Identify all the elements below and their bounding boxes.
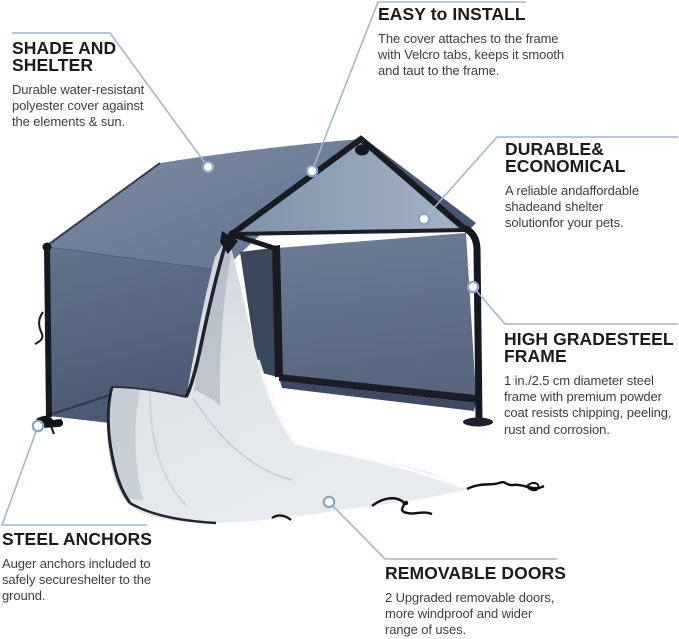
fabric-crease-2 — [149, 391, 187, 506]
flap-binding-bottom — [129, 501, 217, 525]
callout-leaders — [0, 1, 678, 560]
callout-body: 2 Upgraded removable doors, more windpro… — [385, 590, 555, 638]
front-bottom-rail — [279, 374, 476, 403]
door-jamb-pole — [272, 245, 283, 377]
fabric-crease-1 — [192, 397, 293, 481]
marker-steel-anchors — [31, 419, 45, 433]
flap-fold-shadow — [194, 248, 231, 406]
marker-easy-to-install — [305, 164, 319, 178]
flap-binding-left — [184, 235, 230, 398]
flap-binding-pool — [106, 386, 132, 504]
roof-panel — [45, 139, 361, 271]
tie-strap-left — [271, 514, 292, 521]
side-wall-bottom-rail — [48, 393, 114, 416]
frame-pole-right — [462, 225, 483, 423]
tie-strap-center — [371, 497, 433, 516]
callout-heading: STEEL ANCHORS — [2, 529, 153, 549]
right-roof-edge-panel — [360, 135, 476, 232]
leader-removable-doors — [328, 501, 557, 560]
callout-removable-doors: REMOVABLE DOORS 2 Upgraded removable doo… — [385, 563, 585, 639]
marker-high-grade-steel-frame — [466, 280, 480, 294]
eave-corner-bracket — [232, 232, 278, 252]
train-highlight-edge — [293, 441, 463, 489]
callout-markers — [31, 160, 480, 509]
leader-steel-anchors — [0, 425, 147, 526]
callout-heading: REMOVABLE DOORS — [385, 563, 567, 583]
callout-durable-economical: DURABLE& ECONOMICAL A reliable andafford… — [505, 139, 677, 232]
callout-heading: HIGH GRADESTEEL FRAME — [504, 329, 674, 366]
callout-body: Durable water-resistant polyester cover … — [12, 82, 145, 130]
callout-shade-and-shelter: SHADE AND SHELTER Durable water-resistan… — [12, 38, 192, 131]
gable-frame-edges — [230, 136, 468, 237]
gable-base-bar — [231, 228, 467, 236]
marker-removable-doors — [322, 495, 336, 509]
tent-structure — [34, 135, 493, 435]
anchor-spike — [50, 425, 55, 435]
gable-panel — [232, 139, 466, 234]
callout-steel-anchors: STEEL ANCHORS Auger anchors included to … — [2, 529, 192, 605]
marker-durable-economical — [417, 212, 431, 226]
callout-body: The cover attaches to the frame with Vel… — [378, 31, 565, 79]
leader-high-grade-steel-frame — [472, 286, 678, 325]
door-flap — [106, 231, 545, 525]
front-wall-panel — [277, 233, 476, 396]
callout-easy-to-install: EASY to INSTALL The cover attaches to th… — [378, 4, 598, 80]
door-flap-fabric — [107, 236, 467, 523]
front-hem-strip — [280, 381, 476, 411]
foot-plate-right — [463, 417, 493, 427]
flap-top-tab — [220, 231, 238, 254]
leader-durable-economical — [423, 136, 678, 220]
callout-heading: EASY to INSTALL — [378, 4, 526, 24]
callout-body: A reliable andaffordable shadeand shelte… — [505, 183, 639, 231]
flap-binding-inner — [111, 386, 187, 398]
pole-highlight — [467, 263, 471, 267]
ridge-beam-end — [355, 144, 369, 156]
callout-heading: DURABLE& ECONOMICAL — [505, 139, 626, 176]
callout-body: Auger anchors included to safely secures… — [2, 556, 152, 604]
callout-high-grade-steel-frame: HIGH GRADESTEEL FRAME 1 in./2.5 cm diame… — [504, 329, 679, 438]
frame-pole-left — [44, 247, 52, 418]
roof-rear-edge — [44, 162, 161, 248]
leader-shade-and-shelter — [12, 32, 209, 168]
flap-highlight-edge — [256, 359, 295, 442]
tie-knot — [403, 500, 409, 506]
leader-easy-to-install — [311, 1, 526, 172]
marker-shade-and-shelter — [201, 160, 215, 174]
tie-strap-right-loop — [526, 481, 540, 492]
pole-top-bracket — [42, 242, 52, 252]
doorway-opening — [240, 248, 278, 377]
callout-body: 1 in./2.5 cm diameter steel frame with p… — [504, 373, 672, 437]
tie-strap-pole — [34, 311, 44, 345]
callout-heading: SHADE AND SHELTER — [12, 38, 117, 75]
side-wall-panel — [45, 247, 228, 426]
